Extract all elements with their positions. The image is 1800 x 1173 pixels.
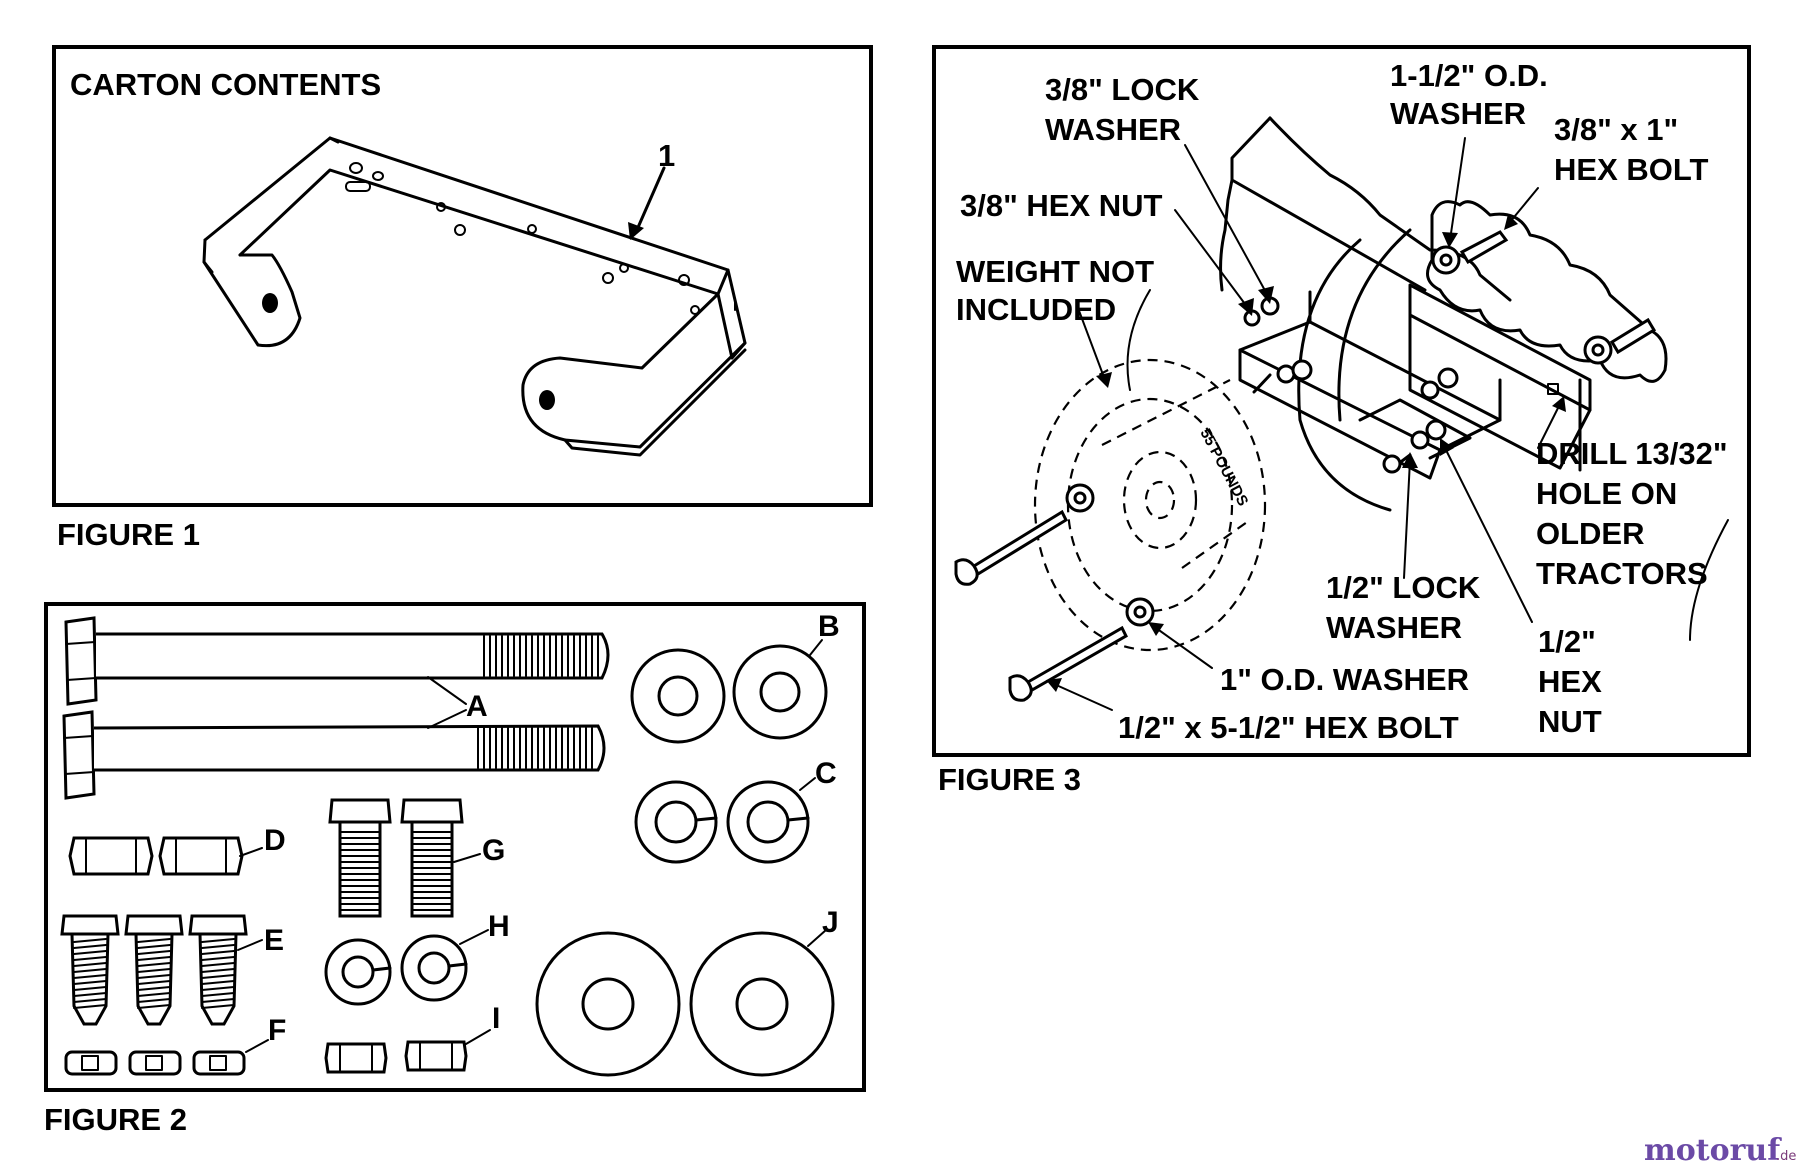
- label-38-hex-nut: 3/8" HEX NUT: [960, 188, 1163, 223]
- label-weight-line1: WEIGHT NOT: [956, 254, 1154, 289]
- flat-washers-b: [630, 644, 828, 744]
- hex-nuts-d: [68, 836, 244, 876]
- long-bolts-fig3: [954, 483, 1155, 702]
- label-112-od-washer-line1: 1-1/2" O.D.: [1390, 58, 1548, 93]
- label-weight-line2: INCLUDED: [956, 292, 1116, 327]
- bracket-part: [202, 136, 747, 457]
- label-38-lock-washer-line2: WASHER: [1045, 112, 1181, 147]
- figure-1-panel: CARTON CONTENTS: [52, 45, 873, 552]
- watermark-logo: motoruf .de: [1644, 1133, 1796, 1168]
- part-letter-d: D: [264, 824, 286, 857]
- label-drill-line4: TRACTORS: [1536, 556, 1708, 591]
- part-letter-b: B: [818, 610, 840, 643]
- part-letter-f: F: [268, 1014, 286, 1047]
- label-12-hex-nut-line3: NUT: [1538, 704, 1602, 739]
- fig3-hardware: [1243, 230, 1657, 474]
- figure-1-heading: CARTON CONTENTS: [70, 67, 381, 102]
- label-38x1-hex-bolt-line1: 3/8" x 1": [1554, 112, 1678, 147]
- label-112-od-washer-line2: WASHER: [1390, 96, 1526, 131]
- part-letter-e: E: [264, 924, 284, 957]
- label-12-hex-nut-line2: HEX: [1538, 664, 1602, 699]
- large-washers-j: [535, 931, 835, 1077]
- weight-stamp: 55 POUNDS: [1196, 426, 1251, 509]
- figure-3-panel: 55 POUNDS: [932, 45, 1751, 797]
- label-12-hex-nut-line1: 1/2": [1538, 624, 1596, 659]
- label-12-lock-washer-line2: WASHER: [1326, 610, 1462, 645]
- label-drill-line2: HOLE ON: [1536, 476, 1677, 511]
- label-1-od-washer: 1" O.D. WASHER: [1220, 662, 1469, 697]
- part-letter-h: H: [488, 910, 510, 943]
- hex-bolts-g: [328, 798, 464, 918]
- part-letter-i: I: [492, 1002, 500, 1035]
- watermark-brand: motoruf: [1644, 1133, 1782, 1168]
- part-letter-a: A: [466, 690, 488, 723]
- label-drill-line3: OLDER: [1536, 516, 1645, 551]
- label-drill-line1: DRILL 13/32": [1536, 436, 1728, 471]
- bracket-callout: 1: [658, 138, 675, 173]
- label-12-lock-washer-line1: 1/2" LOCK: [1326, 570, 1481, 605]
- tapping-screws-e: [60, 914, 248, 1026]
- part-letter-j: J: [822, 906, 839, 939]
- lock-washers-c: [634, 780, 810, 864]
- label-38-lock-washer-line1: 3/8" LOCK: [1045, 72, 1200, 107]
- figure-3-caption: FIGURE 3: [938, 762, 1081, 797]
- long-hex-bolt-a: [62, 616, 610, 800]
- label-12x512-hex-bolt: 1/2" x 5-1/2" HEX BOLT: [1118, 710, 1459, 745]
- part-letter-g: G: [482, 834, 505, 867]
- small-nuts-f: [64, 1050, 246, 1076]
- hex-nuts-i: [324, 1040, 468, 1074]
- figure-2-caption: FIGURE 2: [44, 1102, 187, 1137]
- watermark-suffix: .de: [1776, 1149, 1796, 1164]
- part-letter-c: C: [815, 757, 837, 790]
- fig3-labels: 3/8" LOCK WASHER 1-1/2" O.D. WASHER 3/8"…: [956, 58, 1728, 745]
- figure-2-panel: A B C D: [44, 602, 866, 1137]
- lock-washers-h: [324, 934, 468, 1006]
- figure-1-caption: FIGURE 1: [57, 517, 200, 552]
- label-38x1-hex-bolt-line2: HEX BOLT: [1554, 152, 1708, 187]
